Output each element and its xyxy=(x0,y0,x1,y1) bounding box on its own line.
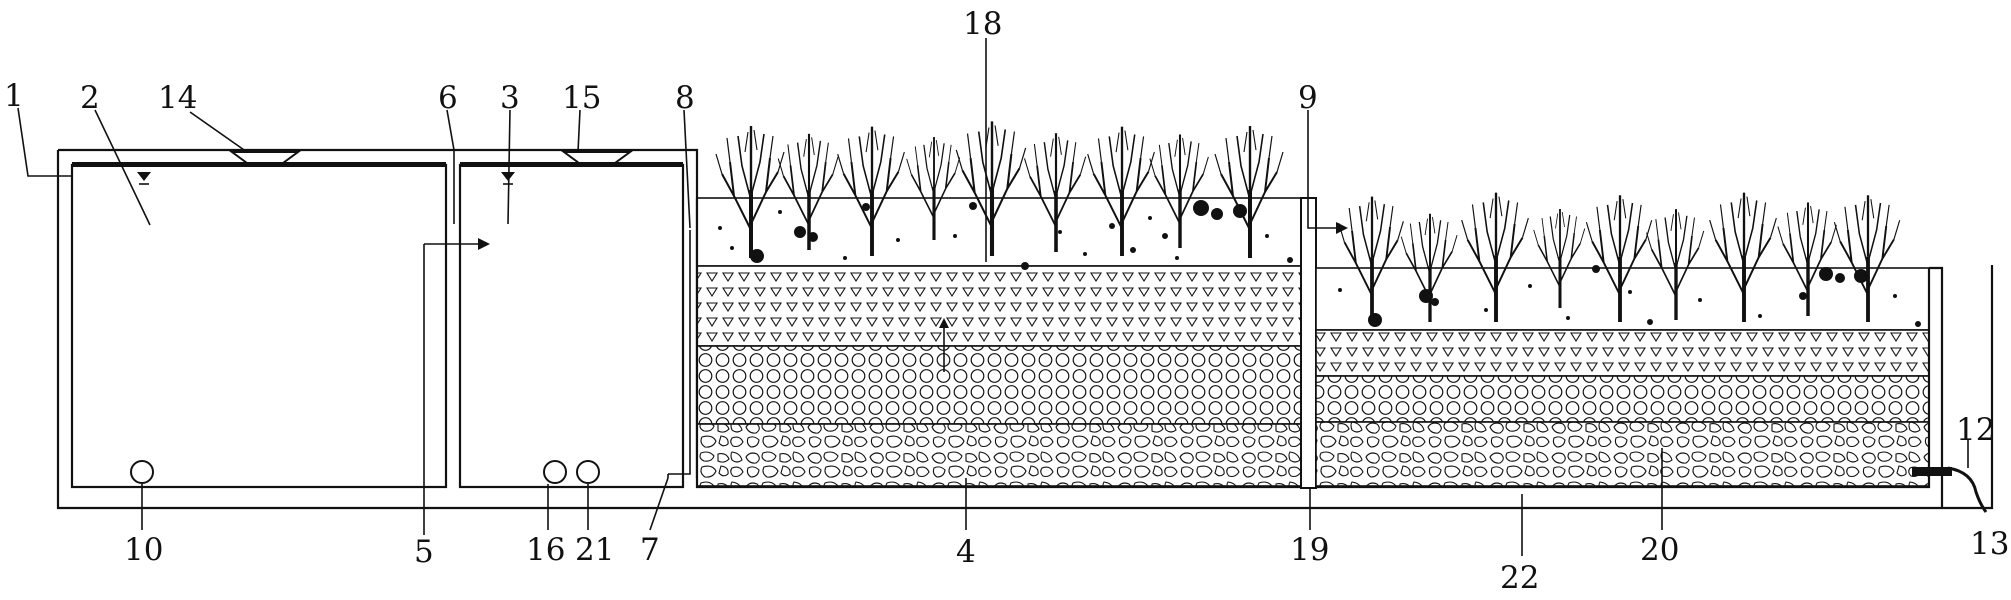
label-14: 14 xyxy=(158,80,197,116)
label-1: 1 xyxy=(4,78,24,114)
top-cover-line xyxy=(58,148,699,478)
tank-3-cover xyxy=(460,162,683,167)
label-3: 3 xyxy=(500,80,520,116)
wetland-2-gravel-layer xyxy=(1315,421,1930,487)
separation-wall-19 xyxy=(1300,197,1317,489)
label-2: 2 xyxy=(80,80,100,116)
wetland-1-triangle-layer xyxy=(696,265,1302,347)
pipe-9 xyxy=(1307,124,1338,229)
pipe-5 xyxy=(423,243,478,535)
tank-2-cover xyxy=(72,162,446,167)
label-8: 8 xyxy=(675,80,695,116)
pump-10-icon xyxy=(130,460,154,484)
wetland-2-triangle-layer xyxy=(1315,329,1930,377)
label-7: 7 xyxy=(640,532,660,568)
label-21: 21 xyxy=(575,532,614,568)
flow-arrow-icon xyxy=(478,238,490,250)
pump-21-icon xyxy=(576,460,600,484)
label-22: 22 xyxy=(1500,560,1539,596)
wetland-1-gravel-layer xyxy=(696,423,1302,487)
label-9: 9 xyxy=(1298,80,1318,116)
flow-arrow-icon xyxy=(939,318,949,328)
label-5: 5 xyxy=(414,534,434,570)
hatch-14 xyxy=(228,151,302,164)
label-12: 12 xyxy=(1956,412,1995,448)
hatch-15 xyxy=(560,151,634,164)
pump-16-icon xyxy=(543,460,567,484)
water-level-icon xyxy=(137,172,151,181)
label-13: 13 xyxy=(1970,526,2009,562)
label-15: 15 xyxy=(562,80,601,116)
label-18: 18 xyxy=(963,6,1002,42)
label-6: 6 xyxy=(438,80,458,116)
tank-3 xyxy=(458,163,685,489)
label-4: 4 xyxy=(956,534,976,570)
wetland-1-circle-layer xyxy=(696,345,1302,425)
tank-2 xyxy=(70,163,448,489)
leader-lines xyxy=(17,38,1969,556)
label-20: 20 xyxy=(1640,532,1679,568)
wetland-2-circle-layer xyxy=(1315,375,1930,423)
pipe-7 xyxy=(668,230,691,475)
outlet-pipe-12 xyxy=(1912,467,1952,476)
water-level-icon xyxy=(501,172,515,181)
outer-tank-wall xyxy=(56,150,1994,510)
label-16: 16 xyxy=(526,532,565,568)
outlet-hose-13 xyxy=(1947,466,1988,513)
label-10: 10 xyxy=(124,532,163,568)
label-19: 19 xyxy=(1290,532,1329,568)
